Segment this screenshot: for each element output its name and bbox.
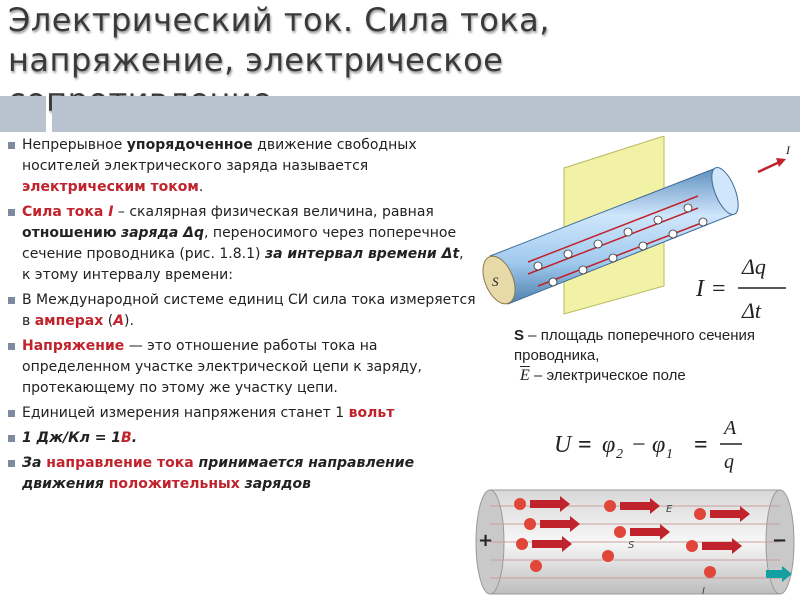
text-bold-italic: 1 Дж/Кл = 1 [22,430,122,446]
caption-s-text: – площадь поперечного сечения проводника… [514,327,755,364]
positive-charges [514,496,750,578]
i-label-2: I [702,586,705,597]
term-positive: положительных [108,476,240,492]
figure-caption: S – площадь поперечного сечения проводни… [490,326,795,386]
formula-phi2-sub: 2 [616,447,623,462]
s-label: S [492,274,499,289]
term-voltage: Напряжение [22,338,125,354]
formula-a: A [722,417,737,439]
term-electric-current: электрическим током [22,179,199,195]
formula-eq-2: = [694,432,708,458]
bullet-list: Непрерывное упорядоченное движение свобо… [6,135,476,499]
decor-bar-right [52,96,800,132]
bullet-voltage: Напряжение — это отношение работы тока н… [6,336,476,399]
text-bold-italic: За [22,455,47,471]
formula-phi1-sub: 1 [666,447,673,462]
text: . [198,179,204,195]
caption-e-text: – электрическое поле [529,367,686,384]
title-line-1: Электрический ток. Сила тока, [8,1,550,39]
term-current-direction: направление тока [46,455,194,471]
caption-e: E [520,367,530,384]
text: , переносимого через поперечное сечение … [22,225,457,262]
text-bold-italic: . [131,430,138,446]
symbol-a: А [113,313,125,329]
e-label: E [666,504,673,515]
formula-minus: − [632,432,646,458]
formula-phi2: φ [602,432,615,458]
bullet-joule-coulomb: 1 Дж/Кл = 1В. [6,428,476,449]
text-bold-italic: за интервал времени Δt [264,246,460,262]
bullet-current-direction: За направление тока принимается направле… [6,453,476,495]
text: движение свободных носителей электрическ… [22,137,417,174]
cylinder-end-left [482,255,516,305]
text: — это отношение работы тока на определен… [22,338,422,396]
plus-terminal: + [478,530,493,551]
i-label: I [785,143,791,157]
text: ( [103,313,114,329]
text-bold: упорядоченное [126,137,253,153]
formula-lhs: I [695,276,705,302]
caption-s: S [514,327,525,344]
formula-u: U [554,432,573,458]
decor-bar-left [0,96,46,132]
conductor-figure: S I I = Δq Δt [482,136,791,323]
bullet-current-definition: Непрерывное упорядоченное движение свобо… [6,135,476,198]
minus-terminal: − [772,530,787,551]
symbol-v: В [121,430,132,446]
formula-eq-1: = [578,432,592,458]
formula-eq: = [712,276,726,302]
text-bold-italic: принимается направление движения [22,455,415,492]
text-bold-italic: зарядов [239,476,311,492]
text: – скалярная физическая величина, равная [113,204,434,220]
formula-phi1: φ [652,432,665,458]
bullet-volt-unit: Единицей измерения напряжения станет 1 в… [6,403,476,424]
bullet-si-unit: В Международной системе единиц СИ сила т… [6,290,476,332]
text: В Международной системе единиц СИ сила т… [22,292,476,329]
formula-denominator: Δt [741,298,762,323]
text: , к этому интервалу времени: [22,246,464,283]
current-direction-figure: + − S E I [475,489,795,597]
text: Непрерывное [22,137,127,153]
text: Единицей измерения напряжения станет 1 [22,405,349,421]
cylinder-end-right [711,167,739,215]
title-line-2: напряжение, электрическое [8,41,504,79]
next-arrow-icon[interactable] [766,566,792,582]
voltage-formula: U = φ 2 − φ 1 = A q [554,417,742,473]
symbol-i: I [108,204,114,220]
bullet-current-strength: Сила тока I – скалярная физическая велич… [6,202,476,286]
text-bold: отношению [22,225,117,241]
s-label-2: S [628,540,635,551]
term-current-strength: Сила тока [22,204,109,220]
electrons [533,203,708,287]
formula-q: q [724,451,734,473]
text: ). [124,313,134,329]
text-bold-italic: заряда Δq [120,225,205,241]
term-volt: вольт [348,405,395,421]
current-arrow-head [776,158,786,167]
term-amperes: амперах [34,313,104,329]
formula-numerator: Δq [741,254,766,279]
